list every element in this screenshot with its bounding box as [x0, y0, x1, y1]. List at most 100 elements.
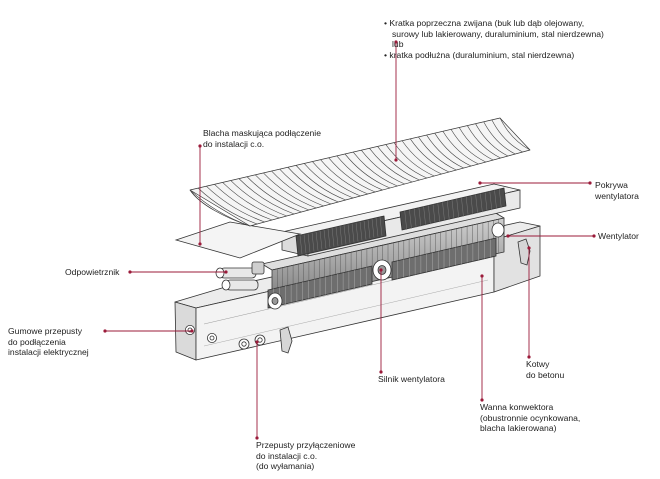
cover-slot: [347, 224, 351, 244]
cover-slot: [315, 231, 319, 251]
cover-slot: [363, 220, 367, 240]
cover-slot: [343, 225, 347, 245]
leader-dot: [527, 355, 531, 359]
label-concrete-anchors: Kotwy do betonu: [526, 359, 564, 380]
label-line: Kotwy: [526, 359, 550, 369]
label-line: Pokrywa: [595, 180, 628, 190]
leader-dot: [480, 274, 484, 278]
grille-slat: [352, 151, 398, 187]
air-vent-pipes: [215, 261, 265, 291]
grille-slat: [336, 155, 383, 191]
leader-dot: [394, 158, 398, 162]
cover-slot: [299, 235, 303, 255]
fan-rollers: [267, 237, 497, 309]
grille-slat: [491, 119, 523, 153]
grille-slat: [361, 150, 405, 185]
cover-slot: [484, 192, 488, 212]
cover-slot: [475, 194, 478, 214]
leader-dot: [588, 181, 592, 185]
label-grille-transverse: • Kratka poprzeczna zwijana (buk lub dąb…: [384, 18, 604, 60]
leader-dot: [198, 144, 202, 148]
grille-slat: [328, 157, 376, 193]
label-line: Wanna konwektora: [480, 402, 554, 412]
leader-dot: [480, 398, 484, 402]
grille-slat: [271, 170, 324, 207]
grille-slat: [426, 134, 464, 169]
grille-slat: [214, 184, 273, 221]
cover-slot: [489, 191, 493, 211]
grille-slat: [483, 121, 516, 155]
cover-slot: [447, 201, 450, 221]
grille-slat: [410, 138, 450, 173]
grille-slat: [303, 163, 354, 199]
cover-slot: [409, 209, 412, 229]
cover-slot: [379, 216, 383, 236]
grille-slat: [312, 161, 361, 197]
leader-dot: [506, 234, 510, 238]
leader-dot: [198, 242, 202, 246]
cover-slot: [418, 207, 422, 227]
leader-dot: [128, 270, 132, 274]
label-fan: Wentylator: [598, 231, 639, 242]
grille-slat: [279, 168, 332, 205]
cover-slot: [428, 205, 431, 225]
grille-slat: [189, 189, 251, 227]
label-fan-motor: Silnik wentylatora: [378, 374, 445, 385]
leader-dot: [379, 268, 383, 272]
cover-slot: [461, 197, 464, 217]
leader-dot: [103, 329, 107, 333]
cover-slot: [355, 222, 359, 242]
grille-slat: [467, 125, 501, 159]
grille-slat: [246, 176, 302, 213]
cover-slot: [413, 208, 417, 228]
leader-dot: [224, 270, 228, 274]
cover-slot: [465, 196, 469, 216]
cover-slot: [494, 190, 497, 210]
cover-slot: [359, 221, 363, 241]
cover-slot: [307, 233, 311, 253]
grille-slat: [222, 182, 280, 219]
label-line: surowy lub lakierowany, duraluminium, st…: [392, 28, 604, 39]
cover-slot: [451, 199, 455, 220]
leader-dot: [527, 246, 531, 250]
label-fan-cover: Pokrywa wentylatora: [595, 180, 639, 201]
grille-slat: [255, 174, 310, 211]
cover-slot: [311, 232, 315, 252]
cover-slot: [470, 195, 474, 215]
label-line: • kratka podłużna (duraluminium, stal ni…: [384, 49, 575, 60]
cover-slot: [423, 206, 426, 226]
grille-slat: [393, 142, 435, 177]
leader-dot: [379, 370, 383, 374]
grille-slat: [475, 123, 509, 157]
grille-slat: [450, 129, 486, 163]
label-line: blacha lakierowana): [480, 423, 557, 433]
label-line: Silnik wentylatora: [378, 374, 445, 384]
leader-dot: [394, 40, 398, 44]
rolled-grille: [189, 117, 531, 227]
cover-slot: [339, 225, 343, 246]
label-line: Blacha maskująca podłączenie: [203, 128, 321, 138]
grille-slat: [434, 132, 472, 167]
cover-slot: [437, 203, 441, 223]
cover-slot: [367, 219, 371, 239]
leader-dot: [255, 340, 259, 344]
grille-slat: [385, 144, 427, 179]
label-masking-plate: Blacha maskująca podłączenie do instalac…: [203, 128, 321, 149]
cover-slot: [335, 226, 339, 246]
label-line: Gumowe przepusty: [8, 326, 83, 336]
label-line: do instalacji c.o.: [256, 450, 318, 461]
label-line: • Kratka poprzeczna zwijana (buk lub dąb…: [384, 18, 585, 28]
grille-slat: [238, 178, 295, 215]
cover-slot: [375, 217, 379, 237]
grille-slat: [458, 127, 494, 161]
grille-slat: [499, 117, 531, 151]
leader-dot: [190, 329, 194, 333]
grille-slat: [418, 136, 457, 171]
label-rubber-grommets: Gumowe przepusty do podłączenia instalac…: [8, 326, 89, 358]
concrete-anchors: [279, 238, 531, 354]
label-line: Przepusty przyłączeniowe: [256, 440, 356, 450]
cover-slot: [303, 234, 307, 254]
label-line: (obustronnie ocynkowana,: [480, 412, 581, 423]
